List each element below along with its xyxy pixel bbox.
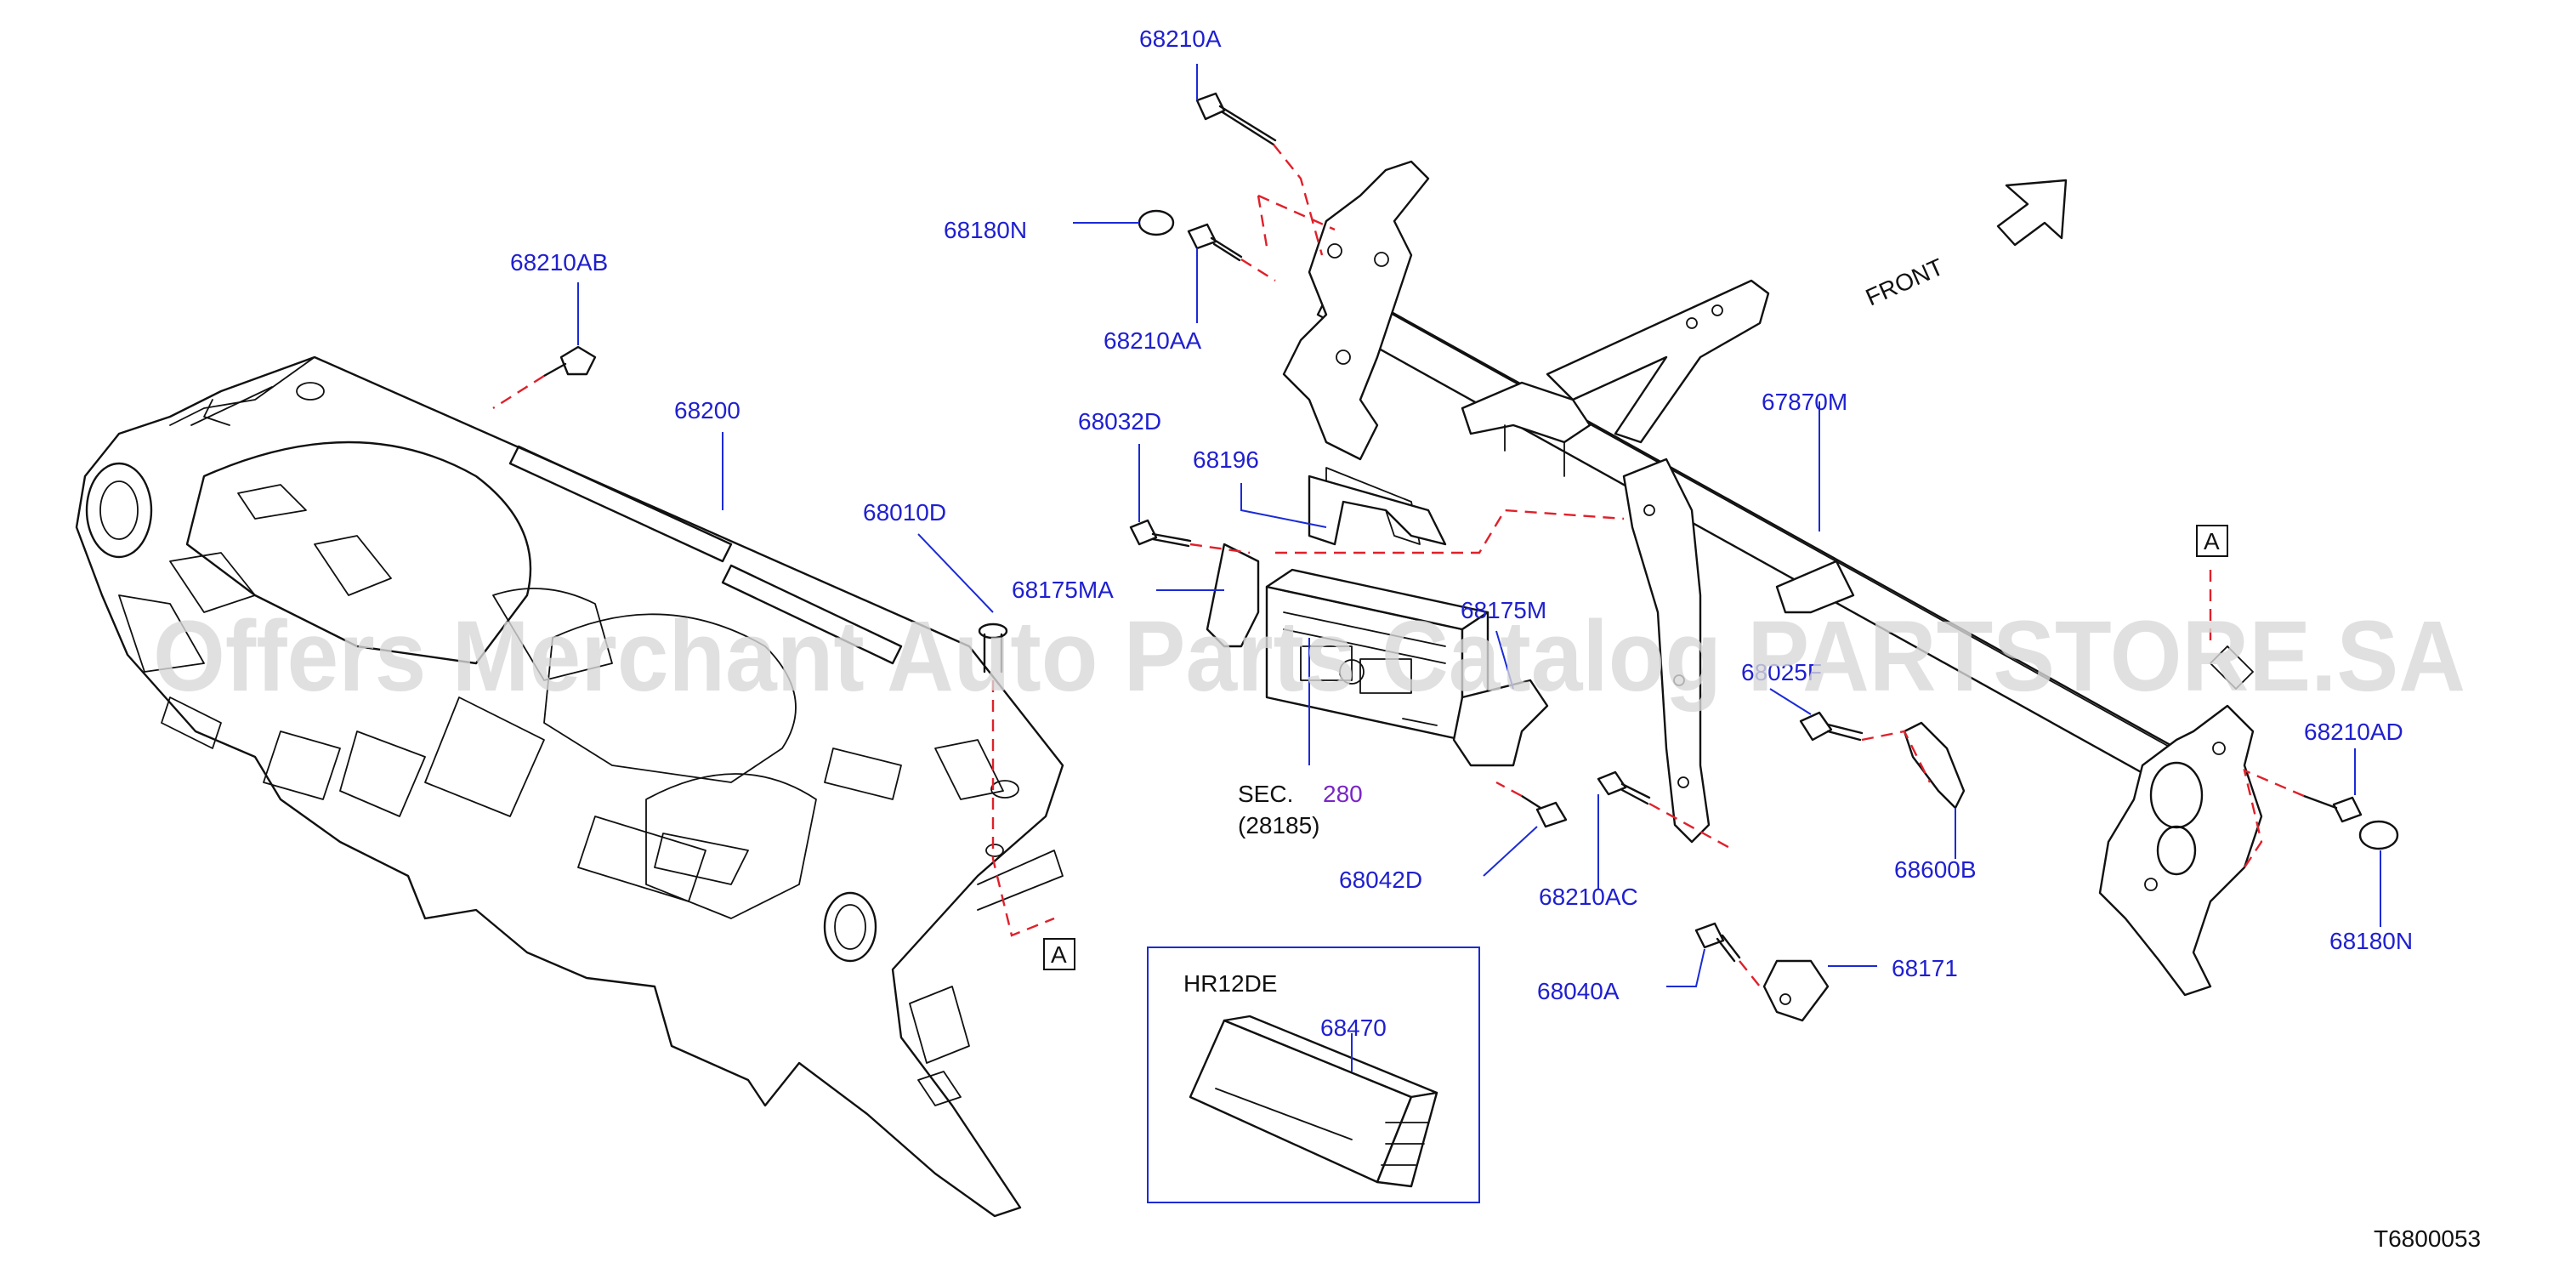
bolt-68042D	[1520, 794, 1568, 828]
part-label-68040A[interactable]: 68040A	[1537, 978, 1620, 1004]
bracket-68196	[1308, 475, 1447, 546]
instrument-panel-68200	[75, 355, 1064, 1218]
section-prefix: SEC.	[1238, 781, 1293, 807]
plug-68180N-right	[2358, 820, 2399, 850]
part-label-67870M[interactable]: 67870M	[1762, 389, 1847, 415]
front-direction-arrow-icon	[1996, 179, 2068, 247]
inset-box-hr12de	[1147, 946, 1480, 1203]
relay-box-68470	[1189, 1015, 1438, 1188]
clip-68010D	[978, 622, 1008, 674]
plug-68180N-top	[1138, 209, 1175, 236]
marker-a-left: A	[1051, 941, 1067, 968]
part-label-68180N-top[interactable]: 68180N	[944, 217, 1027, 243]
part-label-68196[interactable]: 68196	[1193, 446, 1259, 473]
leader-lines	[577, 64, 2381, 1072]
marker-a-left-box	[1043, 938, 1075, 970]
bracket-68171	[1762, 959, 1830, 1022]
front-label: FRONT	[1862, 253, 1948, 311]
assembly-dashed-lines	[492, 144, 2305, 987]
part-label-68210A[interactable]: 68210A	[1139, 26, 1222, 52]
inset-title: HR12DE	[1183, 970, 1277, 997]
part-label-68210AC[interactable]: 68210AC	[1539, 884, 1638, 910]
bracket-68175MA	[1206, 543, 1260, 648]
bolt-68210A	[1195, 92, 1277, 146]
bracket-68600B	[1903, 721, 1966, 810]
part-label-68175M[interactable]: 68175M	[1461, 597, 1546, 623]
bolt-68210AC	[1597, 770, 1651, 805]
bracket-68175M	[1452, 679, 1549, 767]
part-label-68025F[interactable]: 68025F	[1741, 659, 1822, 685]
bolt-68210AB	[542, 345, 597, 378]
section-part-number: (28185)	[1238, 812, 1320, 838]
part-label-68210AA[interactable]: 68210AA	[1104, 327, 1202, 354]
marker-a-right-box	[2196, 525, 2228, 557]
part-label-68600B[interactable]: 68600B	[1894, 856, 1977, 883]
diagram-code: T6800053	[2374, 1225, 2481, 1252]
bolt-68032D	[1129, 519, 1192, 548]
steering-member-67870M	[1282, 160, 2263, 997]
part-label-68210AB[interactable]: 68210AB	[510, 249, 608, 276]
bolt-68040A	[1694, 922, 1741, 963]
part-label-68180N-right[interactable]: 68180N	[2329, 928, 2413, 954]
bolt-68210AD	[2302, 794, 2363, 823]
clip-68025F	[1799, 711, 1864, 742]
part-label-68200[interactable]: 68200	[674, 397, 740, 424]
watermark: Offers Merchant Auto Parts Catalog PARTS…	[153, 600, 2465, 713]
part-label-68210AD[interactable]: 68210AD	[2304, 719, 2403, 745]
part-label-68042D[interactable]: 68042D	[1339, 867, 1422, 893]
marker-a-right: A	[2204, 528, 2220, 554]
section-reference-link[interactable]: 280	[1323, 781, 1363, 807]
part-label-68032D[interactable]: 68032D	[1078, 408, 1161, 435]
part-label-68175MA[interactable]: 68175MA	[1012, 577, 1114, 603]
part-label-68010D[interactable]: 68010D	[863, 499, 946, 526]
bolt-68210AA	[1187, 223, 1243, 262]
part-label-68171[interactable]: 68171	[1892, 955, 1958, 981]
part-label-68470[interactable]: 68470	[1320, 1015, 1387, 1041]
